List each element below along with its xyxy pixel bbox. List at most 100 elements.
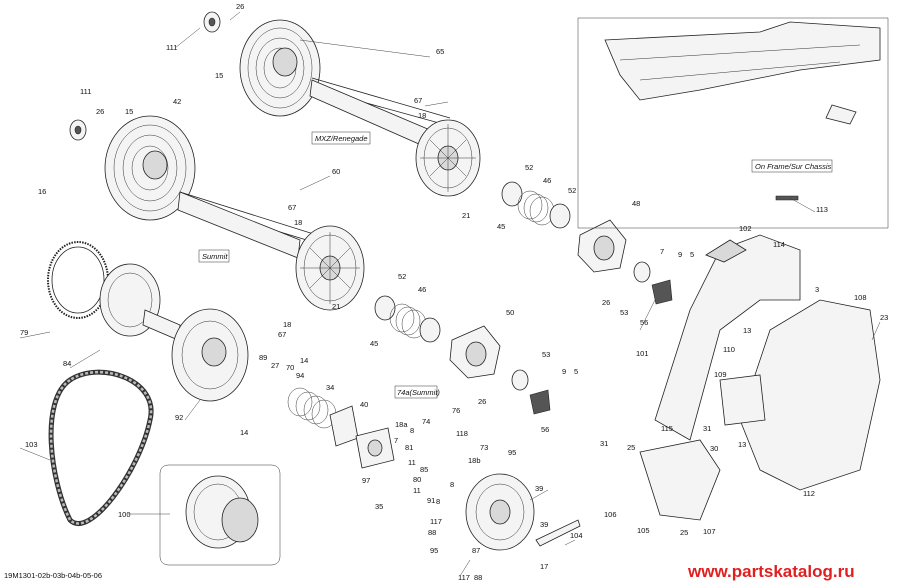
callout: 52 [568, 186, 576, 195]
callout: 16 [38, 187, 46, 196]
callout: 46 [418, 285, 426, 294]
callout: 56 [541, 425, 549, 434]
callout: 67 [288, 203, 296, 212]
spring-sleeve-spider [287, 387, 395, 469]
callout: 65 [436, 47, 444, 56]
svg-text:On Frame/Sur Chassis: On Frame/Sur Chassis [755, 162, 832, 171]
fixed-sheave-84 [99, 263, 181, 341]
callout: 42 [173, 97, 181, 106]
callout: 31 [600, 439, 608, 448]
callout: 85 [420, 465, 428, 474]
callout: 87 [472, 546, 480, 555]
callout: 26 [236, 2, 244, 11]
callout: 89 [259, 353, 267, 362]
frame-inset [577, 17, 889, 229]
callout: 95 [508, 448, 516, 457]
callout: 13 [743, 326, 751, 335]
callout: 18 [283, 320, 291, 329]
callout: 67 [278, 330, 286, 339]
callout: 118 [456, 429, 468, 438]
callout: 50 [506, 308, 514, 317]
callout-labels: 26 111 15 65 42 111 26 15 67 18 16 60 67… [20, 2, 888, 582]
tag-summit: Summit [198, 249, 230, 263]
callout: 92 [175, 413, 183, 422]
callout: 79 [20, 328, 28, 337]
callout: 52 [398, 272, 406, 281]
callout: 112 [803, 489, 815, 498]
callout: 17 [540, 562, 548, 571]
callout: 76 [452, 406, 460, 415]
callout: 60 [332, 167, 340, 176]
drive-pulley-92 [171, 308, 249, 402]
callout: 100 [118, 510, 131, 519]
callout: 110 [723, 345, 735, 354]
clutch-assembly-100 [159, 464, 281, 566]
callout: 103 [25, 440, 38, 449]
callout: 105 [637, 526, 650, 535]
callout: 34 [326, 383, 334, 392]
callout: 46 [543, 176, 551, 185]
callout: 18 [418, 111, 426, 120]
callout: 106 [604, 510, 617, 519]
callout: 30 [710, 444, 718, 453]
callout: 111 [80, 87, 91, 96]
callout: 70 [286, 363, 294, 372]
callout: 88 [428, 528, 436, 537]
callout: 104 [570, 531, 583, 540]
callout: 13 [738, 440, 746, 449]
callout: 39 [535, 484, 543, 493]
callout: 18 [294, 218, 302, 227]
callout: 5 [574, 367, 578, 376]
callout: 7 [394, 436, 398, 445]
callout: 3 [815, 285, 819, 294]
callout: 21 [332, 302, 340, 311]
callout: 48 [632, 199, 640, 208]
callout: 101 [636, 349, 649, 358]
callout: 8 [410, 426, 414, 435]
callout: 5 [690, 250, 694, 259]
callout: 114 [773, 240, 785, 249]
reference-code: 19M1301-02b-03b-04b-05-06 [4, 571, 102, 580]
drive-belt-103 [48, 369, 154, 526]
tag-mxz: MXZ/Renegade [311, 131, 371, 145]
callout: 56 [640, 318, 648, 327]
callout: 25 [680, 528, 688, 537]
callout: 18a [395, 420, 408, 429]
callout: 80 [413, 475, 421, 484]
callout: 26 [96, 107, 104, 116]
callout: 35 [375, 502, 383, 511]
callout: 23 [880, 313, 888, 322]
callout: 27 [271, 361, 279, 370]
callout: 45 [370, 339, 378, 348]
callout: 21 [462, 211, 470, 220]
callout: 7 [660, 247, 664, 256]
callout: 113 [816, 205, 828, 214]
svg-text:MXZ/Renegade: MXZ/Renegade [315, 134, 368, 143]
callout: 39 [540, 520, 548, 529]
callout: 11 [408, 458, 416, 467]
callout: 9 [678, 250, 682, 259]
callout: 88 [474, 573, 482, 582]
callout: 107 [703, 527, 716, 536]
driven-pulley-middle [69, 115, 321, 245]
callout: 67 [414, 96, 422, 105]
callout: 53 [542, 350, 550, 359]
callout: 91 [427, 496, 435, 505]
callout: 31 [703, 424, 711, 433]
callout: 108 [854, 293, 867, 302]
callout: 117 [430, 517, 442, 526]
callout: 15 [125, 107, 133, 116]
callout: 14 [300, 356, 308, 365]
watermark: www.partskatalog.ru [687, 562, 855, 581]
svg-text:74a(Summit): 74a(Summit) [397, 388, 440, 397]
guard-covers [639, 234, 881, 521]
shaft-assembly-60 [177, 191, 365, 311]
leader-lines [19, 11, 881, 577]
callout: 8 [436, 497, 440, 506]
callout: 18b [468, 456, 481, 465]
cam-parts [449, 219, 673, 415]
callout: 11 [413, 486, 421, 495]
callout: 26 [478, 397, 486, 406]
callout: 97 [362, 476, 370, 485]
